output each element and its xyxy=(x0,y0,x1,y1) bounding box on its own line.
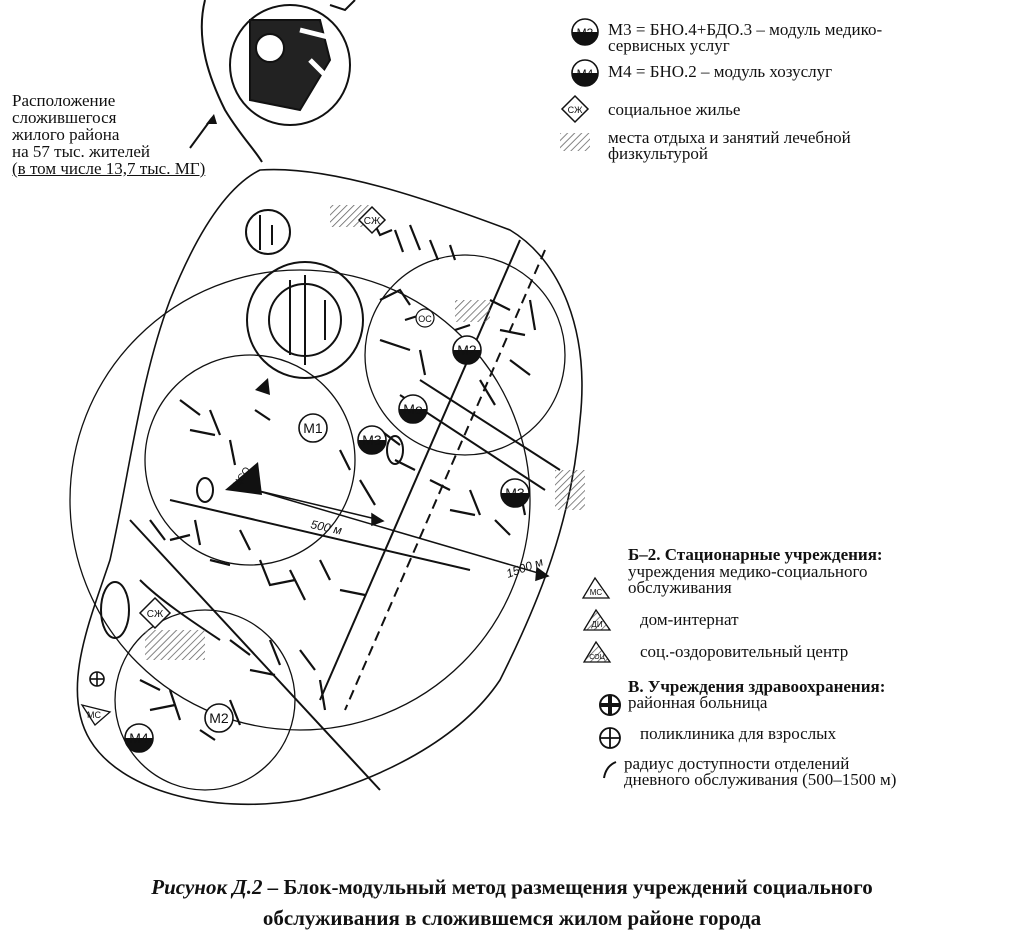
legend-di-text: дом-интернат xyxy=(640,610,739,629)
sz-bottom-label: СЖ xyxy=(147,609,164,620)
legend-hospital: районная больница xyxy=(628,693,768,712)
marker-m3-east: М3 xyxy=(500,478,530,508)
legend-m3-line2: сервисных услуг xyxy=(608,36,730,55)
legend-v-title: В. Учреждения здравоохранения: xyxy=(628,677,886,696)
location-line-1: Расположение xyxy=(12,91,116,110)
legend-m3: М3 = БНО.4+БДО.3 – модуль медико- сервис… xyxy=(608,20,883,55)
legend-rest-line1: места отдыха и занятий лечебной xyxy=(608,128,851,147)
legend-radius: радиус доступности отделений дневного об… xyxy=(624,754,897,789)
location-line-5: (в том числе 13,7 тыс. МГ) xyxy=(12,159,206,178)
hospital-icon xyxy=(599,694,621,716)
legend-rest-line2: физкультурой xyxy=(608,144,708,163)
central-roundabout xyxy=(246,261,364,379)
marker-m2-north: М2 xyxy=(452,335,482,365)
legend-soc-text: соц.-оздоровительный центр xyxy=(640,642,849,661)
m3a-label: М3 xyxy=(362,432,382,448)
legend-sz-code: СЖ xyxy=(568,105,583,115)
polyclinic-icon xyxy=(599,727,621,749)
rest-areas xyxy=(145,205,585,660)
m4-label: М4 xyxy=(129,730,149,746)
legend-sz: социальное жилье xyxy=(608,100,741,119)
m2b-label: М2 xyxy=(209,710,229,726)
center-cso-marker: ЦСО xyxy=(225,462,262,495)
legend-soc-code: СОЦ xyxy=(589,654,605,661)
map-triangle-markers: МС ОС xyxy=(80,308,435,726)
caption-figure-label: Рисунок Д.2 – xyxy=(151,875,279,899)
radius-arc-icon xyxy=(603,761,617,779)
legend-radius-line1: радиус доступности отделений xyxy=(624,754,850,773)
caption-line1: Блок-модульный метод размещения учрежден… xyxy=(278,875,873,899)
figure-caption: Рисунок Д.2 – Блок-модульный метод разме… xyxy=(0,872,1024,902)
location-line-3: жилого района xyxy=(12,125,120,144)
legend-ms-line1: учреждения медико-социального xyxy=(628,562,868,581)
small-flag-marker xyxy=(255,378,270,395)
legend-polyclinic: поликлиника для взрослых xyxy=(640,724,837,743)
inset-location-map xyxy=(200,0,356,163)
oc-map-label: ОС xyxy=(418,314,432,324)
legend-di-code: ДИ xyxy=(591,620,602,629)
legend-m3-code: М3 xyxy=(577,26,594,40)
legend-rest: места отдыха и занятий лечебной физкульт… xyxy=(608,128,851,163)
location-note: Расположение сложившегося жилого района … xyxy=(12,92,205,177)
social-housing-markers: СЖ СЖ xyxy=(138,205,387,630)
water-features xyxy=(100,435,404,639)
legend-b2-title: Б–2. Стационарные учреждения: xyxy=(628,545,883,564)
marker-m1: М1 xyxy=(298,413,328,443)
caption-line2: обслуживания в сложившемся жилом районе … xyxy=(262,906,762,930)
m1-label: М1 xyxy=(303,420,323,436)
mo-label: Мо xyxy=(403,401,423,417)
marker-mo: Мо xyxy=(398,394,428,424)
location-line-4: на 57 тыс. жителей xyxy=(12,142,150,161)
legend-ms-line2: обслуживания xyxy=(628,578,732,597)
legend-ms-code: МС xyxy=(590,588,603,597)
distance-500-label: 500 м xyxy=(309,517,343,537)
legend-m4: М4 = БНО.2 – модуль хозуслуг xyxy=(608,62,833,81)
accessibility-radii xyxy=(69,254,566,791)
ms-map-label: МС xyxy=(87,710,101,720)
polyclinic-map-marker xyxy=(89,671,105,687)
legend-m4-code: М4 xyxy=(577,67,594,81)
legend-radius-line2: дневного обслуживания (500–1500 м) xyxy=(624,770,897,789)
marker-m4: М4 xyxy=(124,723,154,753)
legend-m3-line1: М3 = БНО.4+БДО.3 – модуль медико- xyxy=(608,20,883,39)
distance-arrows xyxy=(254,489,550,582)
roads xyxy=(129,239,561,791)
marker-m2-south: М2 xyxy=(204,703,234,733)
m2a-label: М2 xyxy=(457,342,477,358)
module-markers: М1 М2 Мо М3 М3 М2 М4 xyxy=(124,335,530,753)
legend-b2-ms: учреждения медико-социального обслуживан… xyxy=(628,562,868,597)
sz-top-label: СЖ xyxy=(364,216,381,227)
location-line-2: сложившегося xyxy=(12,108,117,127)
legend-icons: М3 М4 СЖ МС ДИ СОЦ xyxy=(560,18,621,779)
small-roundabout xyxy=(245,209,291,255)
m3b-label: М3 xyxy=(505,485,525,501)
marker-m3-center: М3 xyxy=(357,425,387,455)
